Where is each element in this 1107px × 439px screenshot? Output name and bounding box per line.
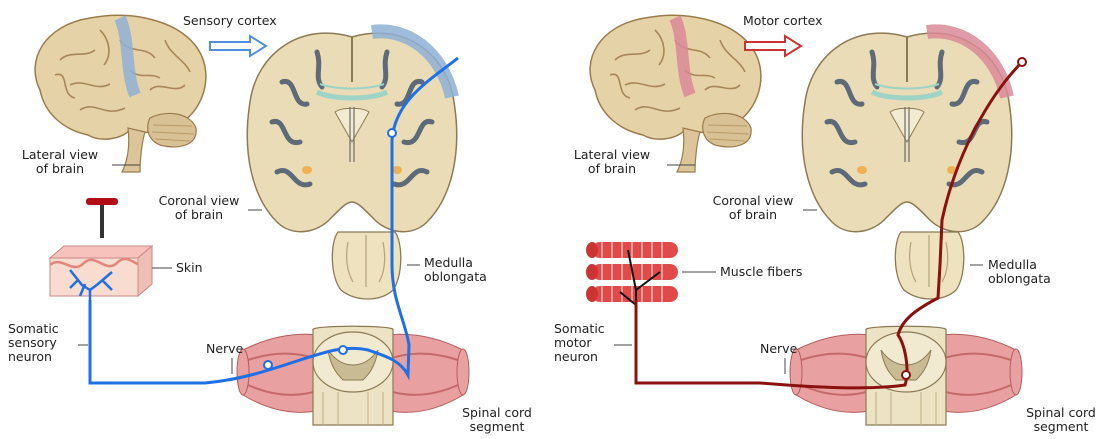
right-lateral-view-label: Lateral view of brain — [560, 148, 664, 176]
skin-label: Skin — [176, 261, 203, 275]
motor-cortex-label: Motor cortex — [743, 14, 823, 28]
left-coronal-view-label: Coronal view of brain — [150, 194, 248, 222]
left-medulla-label: Medulla oblongata — [424, 256, 487, 284]
right-coronal-brain — [802, 31, 1011, 231]
skin-block — [50, 246, 152, 300]
right-coronal-view-label: Coronal view of brain — [704, 194, 802, 222]
left-coronal-brain — [247, 31, 456, 231]
muscle-fibers-label: Muscle fibers — [720, 265, 802, 279]
right-nerve-label: Nerve — [760, 342, 797, 356]
left-cortex-arrow — [210, 36, 266, 56]
motor-neuron-label: Somatic motor neuron — [554, 322, 605, 364]
left-lateral-view-label: Lateral view of brain — [8, 148, 112, 176]
left-nerve-label: Nerve — [206, 342, 243, 356]
pin-stimulus — [86, 198, 118, 238]
sensory-cortex-label: Sensory cortex — [183, 14, 277, 28]
right-medulla — [895, 232, 963, 299]
sensory-neuron-label: Somatic sensory neuron — [8, 322, 59, 364]
right-medulla-label: Medulla oblongata — [988, 258, 1051, 286]
left-spinal-cord-label: Spinal cord segment — [454, 406, 540, 434]
left-spinal-cord — [237, 326, 469, 425]
right-spinal-cord-label: Spinal cord segment — [1018, 406, 1104, 434]
